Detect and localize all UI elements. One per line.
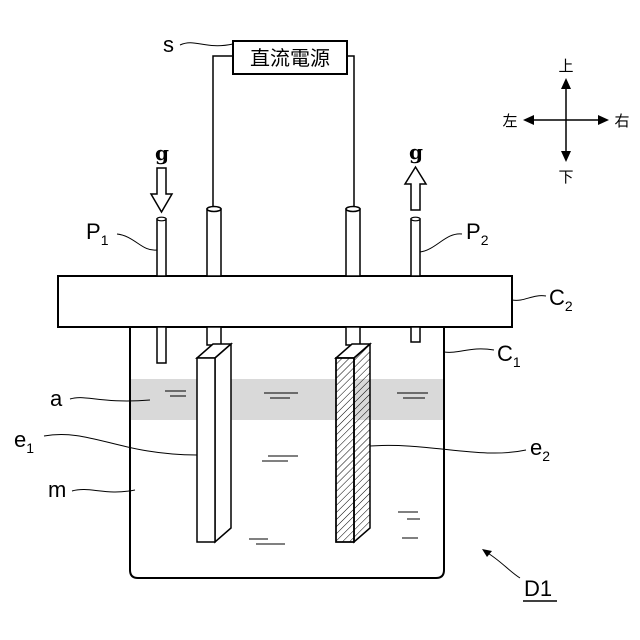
direction-up-label: 上 [558, 57, 573, 75]
container-c1 [130, 327, 444, 578]
device-leader [486, 552, 520, 578]
leader-s [180, 43, 233, 46]
rod-right-upper [346, 209, 360, 276]
container-c1-label: C1 [497, 341, 521, 370]
power-supply-ref: s [163, 32, 174, 57]
rod-left-upper [207, 209, 221, 276]
lid-c2 [58, 276, 512, 327]
gas-out-arrow [405, 167, 426, 210]
pipe-p2-lower [411, 327, 420, 342]
gas-in-arrow [151, 168, 172, 212]
lid-c2-label: C2 [549, 285, 573, 314]
direction-right-label: 右 [614, 112, 629, 130]
leader-e1 [44, 435, 197, 455]
electrode-e1-front [197, 358, 215, 542]
electrode-e1-label: e1 [14, 427, 34, 456]
electrode-e1-side [215, 344, 231, 542]
leader-e2 [370, 445, 526, 453]
electrode-e2-side [354, 344, 370, 542]
leader-m [72, 490, 135, 492]
gas-out-label: g [409, 140, 423, 164]
direction-down-label: 下 [558, 168, 573, 186]
direction-left-label: 左 [502, 112, 517, 130]
rod-right-lower [346, 327, 360, 345]
medium-dashes [249, 456, 420, 544]
medium-m-label: m [48, 477, 66, 502]
port-p2-label: P2 [466, 219, 489, 248]
electrode-e2-label: e2 [530, 435, 550, 464]
electrode-e2-front-hatch [336, 358, 354, 542]
gas-in-label: g [155, 141, 169, 165]
device-label: D1 [524, 576, 552, 601]
leader-c2 [512, 296, 546, 301]
port-p1-label: P1 [86, 219, 109, 248]
pipe-p1-upper [157, 219, 166, 276]
layer-a [130, 379, 444, 420]
rod-left-lower [207, 327, 221, 345]
pipe-p2-upper [411, 219, 420, 276]
direction-compass [523, 78, 609, 162]
wire-right [347, 56, 354, 209]
pipe-p2-top [411, 217, 420, 221]
rod-left-top [207, 207, 221, 212]
leader-c1 [444, 349, 494, 352]
device-leader-arrowhead [482, 549, 492, 557]
layer-a-label: a [50, 386, 63, 411]
leader-p1 [117, 234, 157, 250]
wire-left [213, 56, 233, 209]
rod-right-top [346, 207, 360, 212]
pipe-p1-lower [157, 327, 166, 363]
pipe-p1-top [157, 217, 166, 221]
leader-p2 [420, 234, 462, 252]
power-supply-label: 直流電源 [250, 46, 330, 70]
